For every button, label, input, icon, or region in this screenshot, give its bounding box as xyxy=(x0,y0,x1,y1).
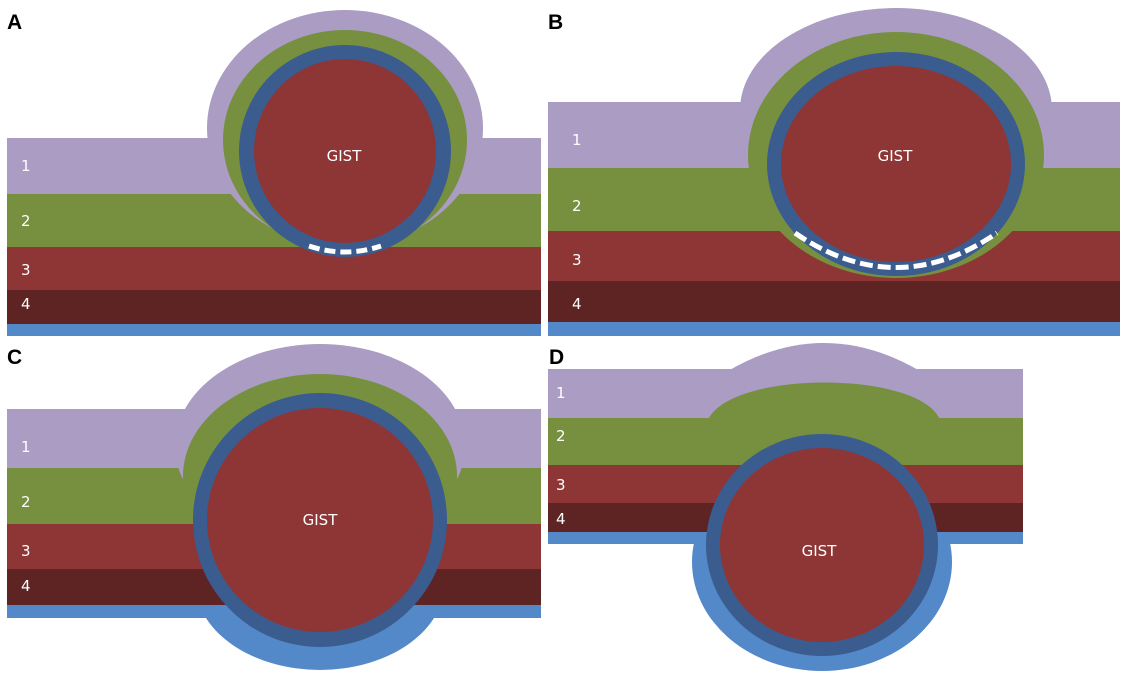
layer-number-1: 1 xyxy=(556,384,566,402)
tumor-mass xyxy=(720,448,924,642)
tumor-label: GIST xyxy=(802,542,838,560)
panel-a: GIST 1 2 3 4 A xyxy=(7,10,541,336)
layer-2-bulge xyxy=(708,382,940,420)
panel-letter: C xyxy=(7,346,22,369)
tumor-mass xyxy=(781,66,1011,262)
tumor-label: GIST xyxy=(303,511,339,529)
layer-number-3: 3 xyxy=(572,251,582,269)
panel-b: GIST 1 2 3 4 B xyxy=(548,8,1120,336)
tumor-mass xyxy=(207,408,433,632)
layer-number-1: 1 xyxy=(21,438,31,456)
layer-4-band xyxy=(7,289,541,324)
layer-number-1: 1 xyxy=(572,131,582,149)
layer-4-band xyxy=(548,280,1120,322)
layer-serosa xyxy=(548,318,1120,336)
tumor-mass xyxy=(254,59,436,243)
layer-number-4: 4 xyxy=(572,295,582,313)
layer-number-4: 4 xyxy=(21,295,31,313)
tumor-label: GIST xyxy=(878,147,914,165)
panel-letter: B xyxy=(548,11,563,34)
layer-number-2: 2 xyxy=(21,212,31,230)
layer-number-4: 4 xyxy=(21,577,31,595)
panel-letter: D xyxy=(549,346,564,369)
layer-number-1: 1 xyxy=(21,157,31,175)
layer-number-2: 2 xyxy=(21,493,31,511)
layer-number-3: 3 xyxy=(556,476,566,494)
layer-number-3: 3 xyxy=(21,261,31,279)
layer-3-band xyxy=(7,246,541,290)
layer-1-bulge xyxy=(728,343,920,371)
panel-c: GIST 1 2 3 4 C xyxy=(7,344,541,670)
layer-number-4: 4 xyxy=(556,510,566,528)
tumor-label: GIST xyxy=(327,147,363,165)
capsule-rupture-marker xyxy=(308,243,382,255)
layer-number-2: 2 xyxy=(572,197,582,215)
panel-d: GIST 1 2 3 4 D xyxy=(548,343,1023,671)
layer-number-2: 2 xyxy=(556,427,566,445)
panel-letter: A xyxy=(7,11,22,34)
layer-number-3: 3 xyxy=(21,542,31,560)
capsule-rupture-marker xyxy=(793,230,999,270)
